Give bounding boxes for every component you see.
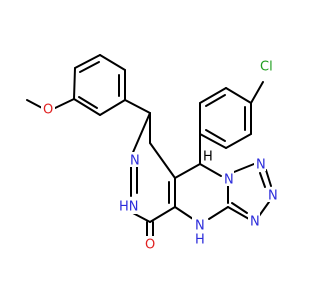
tetrazole-n2-label: N — [256, 158, 266, 173]
bond-mp-inner-3 — [78, 96, 98, 109]
chlorine-atom: Cl — [258, 58, 278, 75]
bond-c8a-c9 — [174, 163, 201, 179]
bond-cp-2 — [199, 87, 227, 104]
methine-hydrogen-atom: H — [202, 149, 213, 165]
bond-cp-6 — [199, 133, 227, 149]
bond-c5-c4a — [149, 206, 176, 223]
bond-o-aryl — [52, 98, 75, 110]
tetrazole-n2-atom: N — [254, 156, 266, 173]
methine-hydrogen-label: H — [203, 150, 213, 165]
bond-n2-n3 — [265, 169, 272, 187]
tetrazole-n1-label: N — [224, 173, 234, 188]
bond-cp-inner-3 — [205, 129, 226, 142]
bond-mp-6 — [73, 98, 101, 116]
bond-mp-1 — [73, 67, 76, 100]
bond-mp-5 — [99, 99, 126, 116]
bond-cp-3 — [225, 87, 252, 104]
bond-cp-5 — [225, 133, 252, 149]
carbonyl-oxygen-label: O — [145, 238, 155, 253]
bond-mp-inner-1 — [79, 61, 100, 73]
bond-cp-cl — [250, 81, 264, 104]
bond-layer — [26, 54, 272, 239]
atom-label-layer: Cl O N HN N N N N — [41, 58, 278, 253]
tetrazole-n4-atom: N — [248, 213, 260, 230]
bond-n1-n2 — [233, 163, 255, 173]
tetrazole-n4-label: N — [250, 215, 260, 230]
bond-n4t-c3a — [227, 206, 250, 220]
carbonyl-oxygen-atom: O — [143, 236, 157, 253]
bond-n4t-c3a-double — [231, 202, 248, 214]
bond-mp-c8 — [124, 99, 151, 114]
tetrazole-n1-atom: N — [222, 171, 234, 188]
bond-c3a-n4 — [208, 206, 229, 220]
tetrazole-n3-atom: N — [266, 187, 278, 204]
pyridazine-nh-label: HN — [119, 200, 139, 215]
bond-mp-3 — [99, 54, 126, 71]
ring-nh-hydrogen-label: H — [195, 233, 205, 248]
molecule-structure: Cl O N HN N N N N — [26, 54, 278, 253]
ring-nh-nitrogen-label: N — [195, 219, 205, 234]
chlorine-label: Cl — [260, 60, 273, 75]
bond-n4-c4a — [174, 206, 194, 220]
methoxy-oxygen-label: O — [43, 103, 53, 118]
bond-cp-inner-1 — [205, 94, 226, 107]
bond-c8a-c8 — [149, 142, 176, 179]
ring-nh-atom: N H — [192, 217, 206, 248]
methoxy-oxygen-atom: O — [41, 101, 55, 118]
bond-c9-n1 — [199, 163, 222, 177]
pyridazine-nitrogen-label: N — [130, 154, 140, 169]
bond-n2-n3-double — [259, 172, 266, 188]
bond-mp-2 — [74, 54, 101, 69]
bond-n3-n4t — [258, 201, 270, 217]
pyridazine-nh-atom: HN — [118, 198, 142, 215]
pyridazine-nitrogen-atom: N — [128, 152, 140, 169]
bond-c8-n7 — [130, 112, 151, 158]
tetrazole-n3-label: N — [268, 189, 278, 204]
